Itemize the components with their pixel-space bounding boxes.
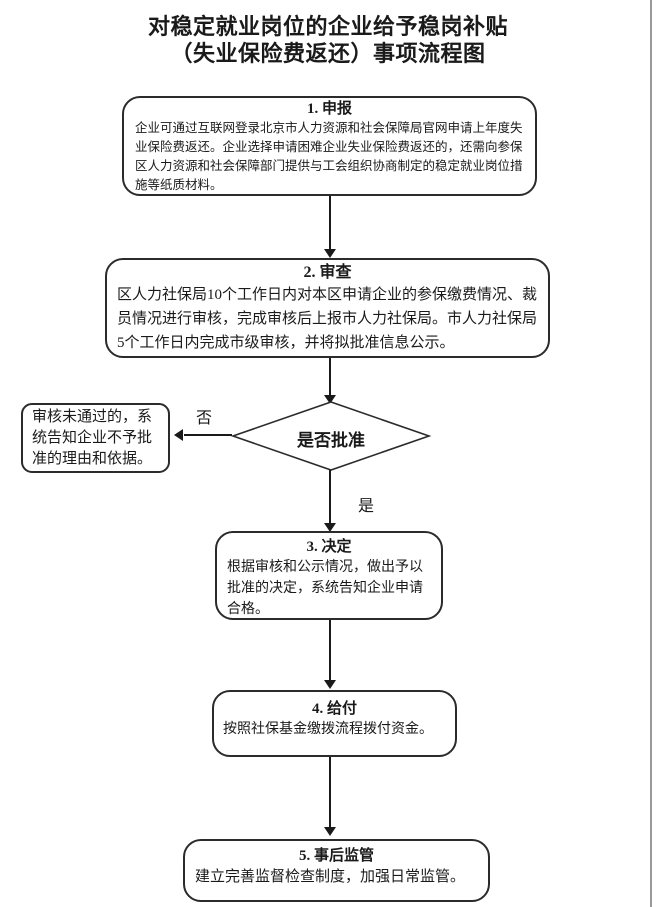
- step-5-body: 建立完善监督检查制度，加强日常监管。: [195, 869, 466, 885]
- arrow-step1-to-step2-arrowhead-icon: [324, 249, 336, 258]
- title-line-2: （失业保险费返还）事项流程图: [170, 41, 486, 66]
- reject-note-box: 审核未通过的，系统告知企业不予批准的理由和依据。: [21, 403, 170, 473]
- arrow-step2-to-decision: [329, 358, 331, 395]
- page-right-border: [650, 0, 652, 907]
- arrow-step1-to-step2: [329, 196, 331, 249]
- decision-label: 是否批准: [297, 431, 365, 450]
- arrow-step4-to-step5: [329, 757, 331, 827]
- step-3-header: 3. 决定: [306, 539, 352, 555]
- step-5-supervision-box: 5. 事后监管 建立完善监督检查制度，加强日常监管。: [183, 839, 490, 902]
- arrow-decision-to-reject-note-arrowhead-icon: [174, 429, 183, 441]
- arrow-step3-to-step4-arrowhead-icon: [324, 680, 336, 689]
- step-1-declare-box: 1. 申报 企业可通过互联网登录北京市人力资源和社会保障局官网申请上年度失业保险…: [122, 96, 537, 196]
- step-2-body: 区人力社保局10个工作日内对本区申请企业的参保缴费情况、裁员情况进行审核，完成审…: [117, 287, 538, 351]
- step-2-review-box: 2. 审查 区人力社保局10个工作日内对本区申请企业的参保缴费情况、裁员情况进行…: [105, 258, 550, 358]
- step-2-header: 2. 审查: [303, 264, 352, 281]
- branch-label-no: 否: [196, 410, 213, 427]
- arrow-decision-to-step3-arrowhead-icon: [324, 523, 336, 532]
- step-1-header: 1. 申报: [306, 101, 352, 117]
- step-3-decision-box: 3. 决定 根据审核和公示情况，做出予以批准的决定，系统告知企业申请合格。: [215, 531, 443, 620]
- step-5-header: 5. 事后监管: [298, 848, 374, 864]
- step-3-body: 根据审核和公示情况，做出予以批准的决定，系统告知企业申请合格。: [227, 560, 423, 617]
- step-1-body: 企业可通过互联网登录北京市人力资源和社会保障局官网申请上年度失业保险费返还。企业…: [135, 121, 523, 192]
- title-line-1: 对稳定就业岗位的企业给予稳岗补贴: [147, 14, 508, 39]
- arrow-step2-to-decision-arrowhead-icon: [324, 395, 336, 404]
- branch-label-yes: 是: [358, 498, 375, 515]
- decision-diamond: [230, 401, 432, 471]
- step-4-body: 按照社保基金缴拨流程拨付资金。: [223, 722, 433, 737]
- arrow-step4-to-step5-arrowhead-icon: [324, 827, 336, 836]
- arrow-step3-to-step4: [329, 620, 331, 680]
- step-4-header: 4. 给付: [311, 701, 357, 717]
- step-4-payment-box: 4. 给付 按照社保基金缴拨流程拨付资金。: [212, 690, 457, 757]
- page-title: 对稳定就业岗位的企业给予稳岗补贴 （失业保险费返还）事项流程图: [0, 13, 656, 67]
- arrow-decision-to-step3: [329, 470, 331, 523]
- reject-note-body: 审核未通过的，系统告知企业不予批准的理由和依据。: [32, 409, 153, 467]
- arrow-decision-to-reject-note: [184, 434, 232, 436]
